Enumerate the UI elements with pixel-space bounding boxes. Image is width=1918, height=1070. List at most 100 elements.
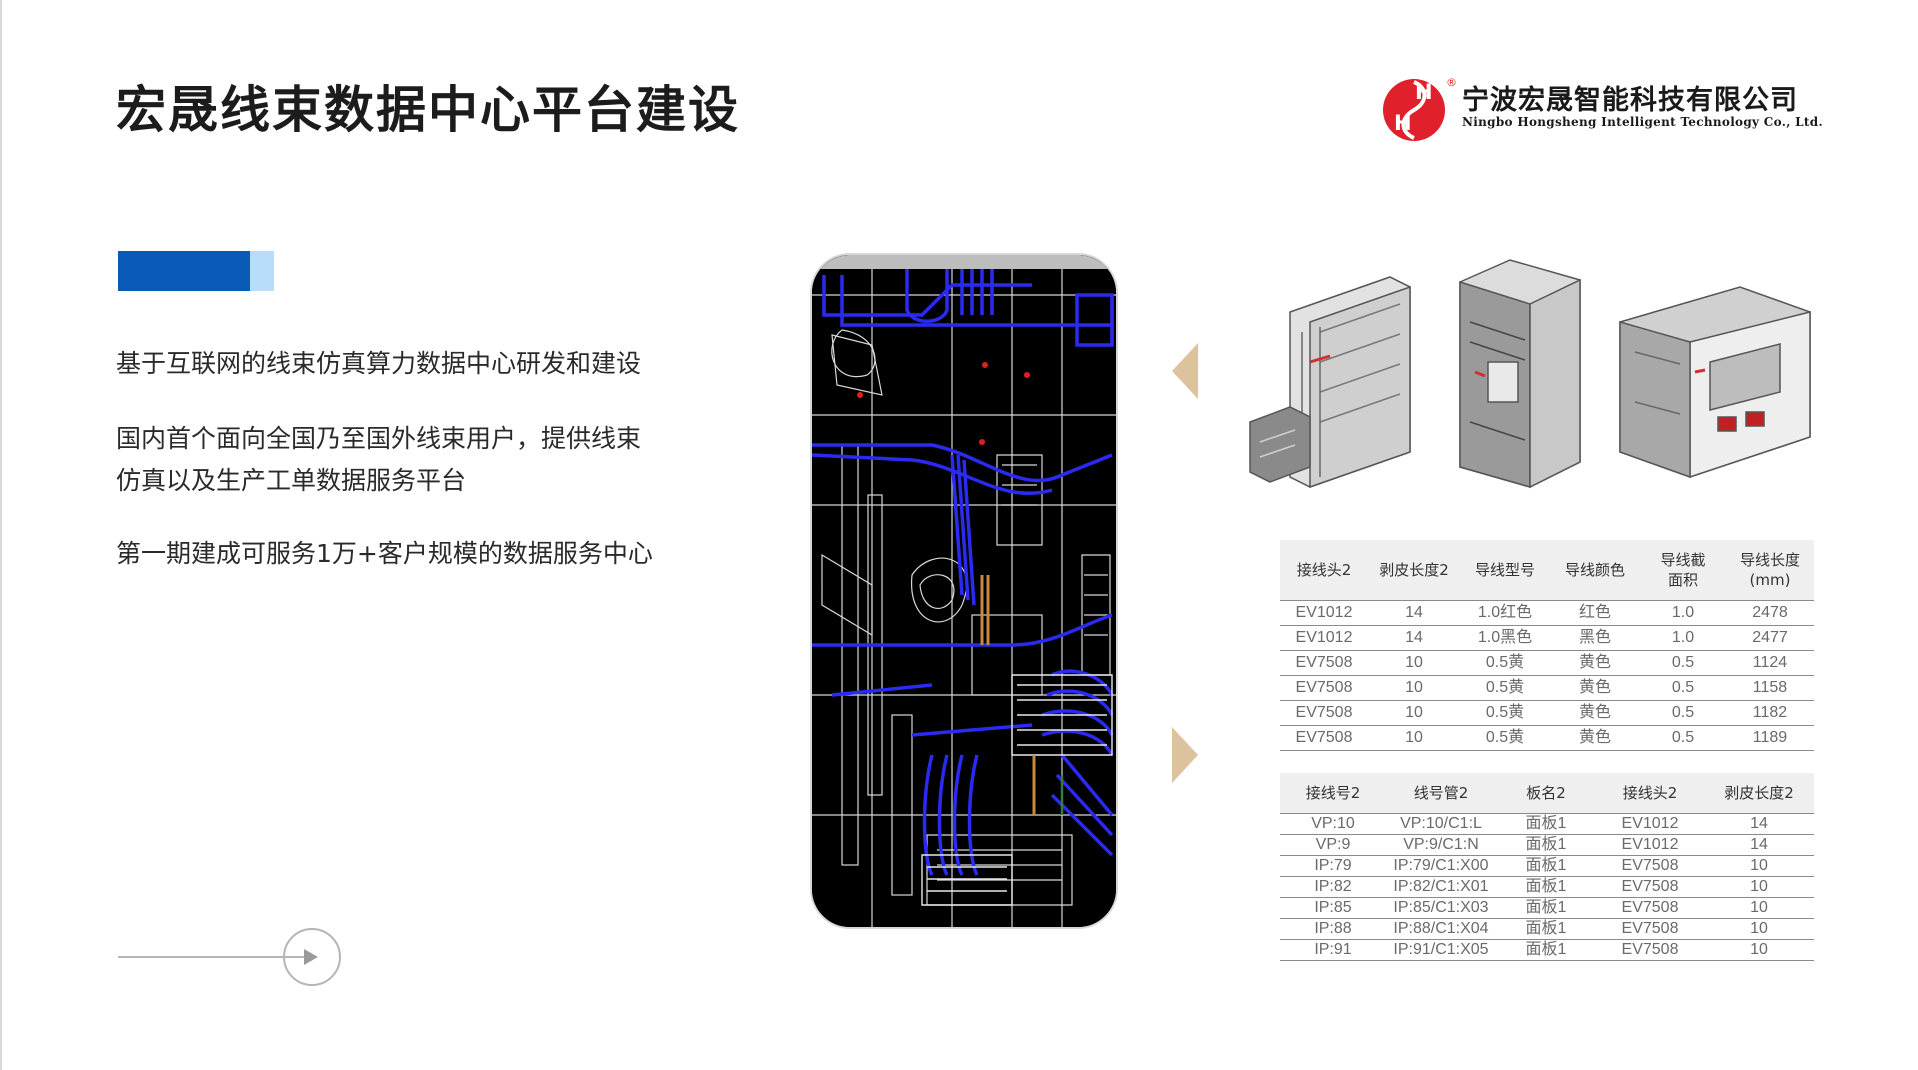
table-cell: EV1012 bbox=[1280, 600, 1368, 626]
table-cell: 0.5黄 bbox=[1460, 700, 1550, 726]
paragraph-1: 基于互联网的线束仿真算力数据中心研发和建设 bbox=[116, 349, 642, 378]
paragraph-2: 国内首个面向全国乃至国外线束用户，提供线束 仿真以及生产工单数据服务平台 bbox=[116, 418, 641, 502]
left-edge-rule bbox=[0, 0, 2, 1070]
logo-letter-top: H bbox=[1415, 80, 1433, 104]
table-cell: 面板1 bbox=[1496, 897, 1596, 919]
table-cell: 0.5 bbox=[1640, 725, 1726, 751]
table-cell: EV7508 bbox=[1280, 675, 1368, 701]
logo-letter-bottom: H bbox=[1394, 111, 1412, 135]
table-header-row: 接线头2 剥皮长度2 导线型号 导线颜色 导线截 面积 导线长度 (mm) bbox=[1280, 540, 1814, 601]
table-cell: IP:85 bbox=[1280, 897, 1386, 919]
paragraph-3: 第一期建成可服务1万+客户规模的数据服务中心 bbox=[116, 539, 653, 568]
table-cell: EV7508 bbox=[1596, 897, 1704, 919]
prev-arrow-icon[interactable] bbox=[1172, 343, 1198, 399]
table-cell: IP:88/C1:X04 bbox=[1386, 918, 1496, 940]
table-cell: 1.0 bbox=[1640, 625, 1726, 651]
table-cell: EV1012 bbox=[1596, 813, 1704, 835]
cad-wiring-render bbox=[810, 253, 1118, 929]
table-cell: VP:10/C1:L bbox=[1386, 813, 1496, 835]
table-cell: VP:10 bbox=[1280, 813, 1386, 835]
paragraph-2-line-2: 仿真以及生产工单数据服务平台 bbox=[116, 466, 467, 495]
col-header: 剥皮长度2 bbox=[1368, 540, 1460, 601]
electrical-cabinet-renders bbox=[1249, 259, 1811, 489]
table-cell: 黄色 bbox=[1550, 650, 1640, 676]
table-cell: 10 bbox=[1368, 675, 1460, 701]
col-header: 接线头2 bbox=[1596, 773, 1704, 814]
table-cell: 1.0黑色 bbox=[1460, 625, 1550, 651]
table-cell: 黄色 bbox=[1550, 725, 1640, 751]
table-cell: 面板1 bbox=[1496, 939, 1596, 961]
table-cell: 0.5黄 bbox=[1460, 650, 1550, 676]
table-cell: 10 bbox=[1704, 876, 1814, 898]
accent-bar bbox=[118, 251, 274, 291]
col-header: 板名2 bbox=[1496, 773, 1596, 814]
next-arrow-link[interactable] bbox=[118, 926, 342, 988]
table-cell: EV7508 bbox=[1596, 876, 1704, 898]
table-cell: EV7508 bbox=[1280, 650, 1368, 676]
table-cell: 10 bbox=[1368, 650, 1460, 676]
table-cell: 10 bbox=[1704, 918, 1814, 940]
table-cell: 2478 bbox=[1726, 600, 1814, 626]
table-cell: 14 bbox=[1704, 813, 1814, 835]
table-cell: EV7508 bbox=[1280, 725, 1368, 751]
table-header-row: 接线号2 线号管2 板名2 接线头2 剥皮长度2 bbox=[1280, 773, 1814, 814]
table-cell: 1182 bbox=[1726, 700, 1814, 726]
registered-mark: ® bbox=[1446, 76, 1456, 89]
table-cell: IP:91 bbox=[1280, 939, 1386, 961]
table-cell: IP:85/C1:X03 bbox=[1386, 897, 1496, 919]
table-cell: EV7508 bbox=[1596, 939, 1704, 961]
table-cell: 1.0红色 bbox=[1460, 600, 1550, 626]
table-cell: 14 bbox=[1368, 625, 1460, 651]
accent-bar-main bbox=[118, 251, 250, 291]
table-cell: 0.5 bbox=[1640, 650, 1726, 676]
col-header: 导线长度 (mm) bbox=[1726, 540, 1814, 601]
table-cell: 面板1 bbox=[1496, 813, 1596, 835]
col-header: 接线号2 bbox=[1280, 773, 1386, 814]
col-header: 导线颜色 bbox=[1550, 540, 1640, 601]
table-cell: 2477 bbox=[1726, 625, 1814, 651]
table-cell: 0.5 bbox=[1640, 700, 1726, 726]
table-cell: 0.5 bbox=[1640, 675, 1726, 701]
table-cell: 面板1 bbox=[1496, 918, 1596, 940]
table-cell: 10 bbox=[1704, 897, 1814, 919]
company-name-en: Ningbo Hongsheng Intelligent Technology … bbox=[1462, 115, 1823, 129]
table-cell: EV7508 bbox=[1596, 855, 1704, 877]
table-cell: 1189 bbox=[1726, 725, 1814, 751]
cad-wireframe-image bbox=[812, 255, 1116, 927]
table-cell: 1124 bbox=[1726, 650, 1814, 676]
table-cell: 14 bbox=[1368, 600, 1460, 626]
table-cell: 10 bbox=[1368, 700, 1460, 726]
wire-spec-table: 接线头2 剥皮长度2 导线型号 导线颜色 导线截 面积 导线长度 (mm) EV… bbox=[1280, 540, 1814, 751]
col-header: 导线型号 bbox=[1460, 540, 1550, 601]
arrow-head-icon bbox=[304, 949, 318, 965]
next-arrow-icon[interactable] bbox=[1172, 727, 1198, 783]
table-cell: IP:82/C1:X01 bbox=[1386, 876, 1496, 898]
col-header: 剥皮长度2 bbox=[1704, 773, 1814, 814]
table-cell: 面板1 bbox=[1496, 834, 1596, 856]
table-cell: IP:79 bbox=[1280, 855, 1386, 877]
table-cell: EV1012 bbox=[1596, 834, 1704, 856]
table-cell: 10 bbox=[1704, 939, 1814, 961]
table-cell: 红色 bbox=[1550, 600, 1640, 626]
table-cell: IP:82 bbox=[1280, 876, 1386, 898]
paragraph-2-line-1: 国内首个面向全国乃至国外线束用户，提供线束 bbox=[116, 424, 642, 453]
table-cell: 黄色 bbox=[1550, 675, 1640, 701]
table-cell: 黄色 bbox=[1550, 700, 1640, 726]
table-cell: 0.5黄 bbox=[1460, 675, 1550, 701]
table-cell: EV7508 bbox=[1596, 918, 1704, 940]
page-title: 宏晟线束数据中心平台建设 bbox=[116, 81, 740, 139]
table-cell: 0.5黄 bbox=[1460, 725, 1550, 751]
table-cell: 1.0 bbox=[1640, 600, 1726, 626]
accent-bar-tail bbox=[250, 251, 274, 291]
hs-logo-icon: H H ® bbox=[1383, 76, 1456, 141]
